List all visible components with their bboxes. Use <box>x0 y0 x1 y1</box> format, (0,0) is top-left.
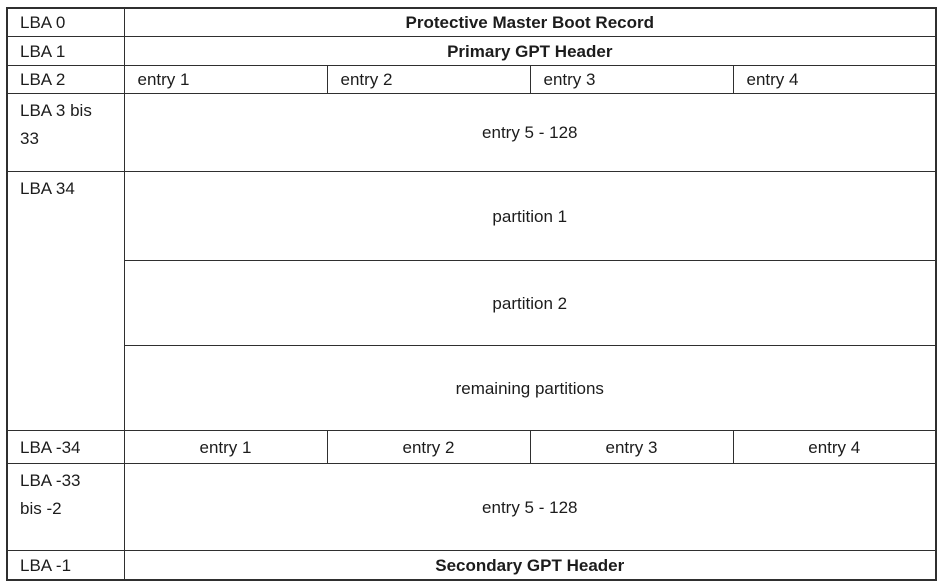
secondary-gpt-header-cell: Secondary GPT Header <box>123 550 937 581</box>
row-partition-2: partition 2 <box>7 260 937 347</box>
row-partition-1: LBA 34 partition 1 <box>6 171 937 432</box>
secondary-entry-1-cell: entry 1 <box>123 430 328 465</box>
primary-entry-3-cell: entry 3 <box>529 65 734 95</box>
row-remaining-partitions: remaining partitions <box>7 345 937 432</box>
gpt-layout-table: LBA 0 Protective Master Boot Record LBA … <box>6 7 938 581</box>
row-lba-0: LBA 0 Protective Master Boot Record <box>6 7 937 38</box>
row-lba-minus-33-bis-minus-2: LBA -33 bis -2 entry 5 - 128 <box>6 463 937 552</box>
primary-gpt-header-cell: Primary GPT Header <box>123 36 937 67</box>
primary-entry-4-cell: entry 4 <box>732 65 937 95</box>
row-lba-minus-34: LBA -34 entry 1 entry 2 entry 3 entry 4 <box>6 430 937 465</box>
remaining-partitions-cell: remaining partitions <box>123 345 937 432</box>
lba-0-label: LBA 0 <box>6 7 125 38</box>
partition-1-cell: partition 1 <box>123 171 937 262</box>
secondary-entry-2-cell: entry 2 <box>326 430 531 465</box>
lba-1-label: LBA 1 <box>6 36 125 67</box>
lba-2-label: LBA 2 <box>6 65 125 95</box>
secondary-entry-4-cell: entry 4 <box>732 430 937 465</box>
lba-minus-34-label: LBA -34 <box>6 430 125 465</box>
row-lba-3-bis-33: LBA 3 bis 33 entry 5 - 128 <box>6 93 937 173</box>
lba-minus-1-label: LBA -1 <box>6 550 125 581</box>
secondary-entry-5-128-cell: entry 5 - 128 <box>123 463 937 552</box>
protective-mbr-cell: Protective Master Boot Record <box>123 7 937 38</box>
primary-entry-2-cell: entry 2 <box>326 65 531 95</box>
row-lba-1: LBA 1 Primary GPT Header <box>6 36 937 67</box>
partition-2-cell: partition 2 <box>123 260 937 347</box>
secondary-entry-3-cell: entry 3 <box>529 430 734 465</box>
lba-34-label: LBA 34 <box>6 171 125 432</box>
lba-3-bis-33-label: LBA 3 bis 33 <box>6 93 125 173</box>
lba-minus-33-bis-minus-2-label: LBA -33 bis -2 <box>6 463 125 552</box>
row-lba-2: LBA 2 entry 1 entry 2 entry 3 entry 4 <box>6 65 937 95</box>
primary-entry-5-128-cell: entry 5 - 128 <box>123 93 937 173</box>
primary-entry-1-cell: entry 1 <box>123 65 328 95</box>
row-lba-minus-1: LBA -1 Secondary GPT Header <box>6 550 937 581</box>
